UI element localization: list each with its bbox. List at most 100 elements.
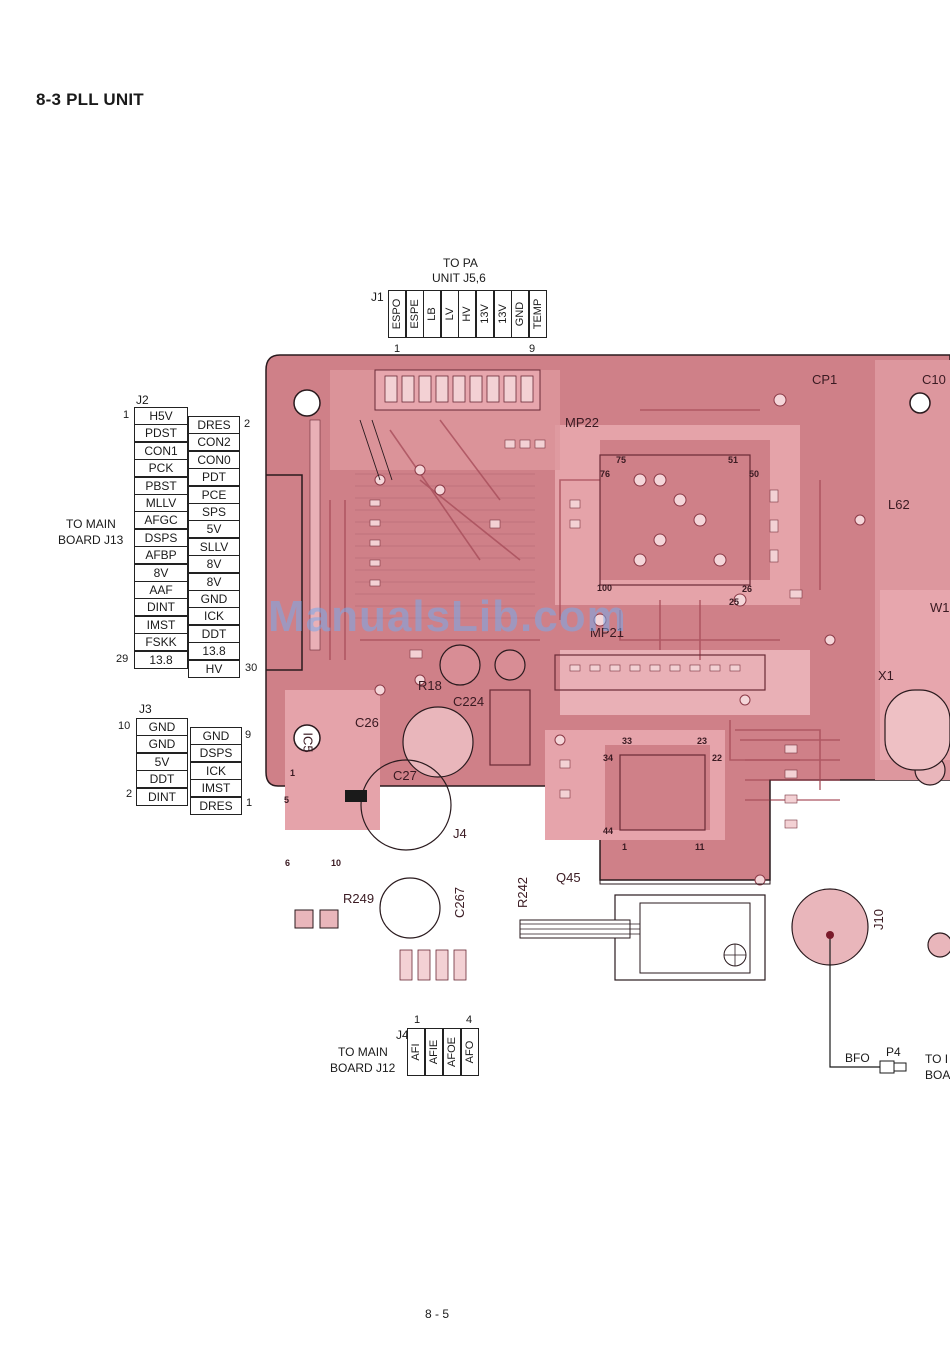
j1-pin-cell: HV <box>458 290 477 338</box>
j2-right-pin-label: HV <box>188 659 240 678</box>
pcb-component-label: R249 <box>343 891 375 906</box>
j2-left-pin-label: AFGC <box>134 511 188 530</box>
j1-pin-cell: TEMP <box>528 290 547 338</box>
pcb-component-label: W1 <box>930 600 950 615</box>
j1-pin-label: TEMP <box>531 298 544 330</box>
j3-pin-top-right: 9 <box>245 729 252 741</box>
j3-right-pin-label: DRES <box>190 796 242 815</box>
j2-left-pin-label: CON1 <box>134 441 188 460</box>
j3-pin-top-left: 10 <box>118 720 131 732</box>
j2-pin-top-left: 1 <box>123 409 130 421</box>
j1-pin-cell: ESPE <box>405 290 424 338</box>
pcb-pin-number: 33 <box>622 736 633 746</box>
j2-right-pin-label: 8V <box>188 555 240 574</box>
j1-name: J1 <box>371 290 384 304</box>
j2-right-pin-label: SPS <box>188 503 240 521</box>
pcb-pin-number: 76 <box>600 469 611 479</box>
pcb-component-label: CP1 <box>812 372 838 387</box>
pcb-pin-number: 44 <box>603 826 614 836</box>
j1-destination-line2: UNIT J5,6 <box>432 271 486 285</box>
j2-right-pin-label: PCE <box>188 485 240 504</box>
j3-pin-bottom-left: 2 <box>126 788 133 800</box>
j2-pin-bottom-right: 30 <box>245 662 258 674</box>
j4-pin-label: AFI <box>410 1043 422 1061</box>
p4-name: P4 <box>886 1045 901 1059</box>
pcb-pin-number: 75 <box>616 455 627 465</box>
j2-left-pin-label: AAF <box>134 581 188 599</box>
j2-pin-top-right: 2 <box>244 418 251 430</box>
j2-left-pin-label: PDST <box>134 424 188 443</box>
j3-pin-bottom-right: 1 <box>246 797 253 809</box>
j2-destination-line1: TO MAIN <box>66 517 116 531</box>
pcb-component-label: R242 <box>515 876 531 909</box>
pcb-pin-number: 25 <box>729 597 740 607</box>
j2-right-pin-label: GND <box>188 590 240 608</box>
pcb-component-label: C27 <box>393 768 417 783</box>
j2-right-pin-label: CON0 <box>188 450 240 469</box>
j3-right-pin-label: IMST <box>190 779 242 798</box>
j4-pin-label: AFOE <box>446 1037 458 1067</box>
page-number: 8 - 5 <box>425 1307 450 1321</box>
pcb-component-label: C10 <box>922 372 946 387</box>
j2-right-pin-label: DRES <box>188 416 240 434</box>
pcb-component-label: IC5 <box>300 732 316 753</box>
pcb-pin-number: 10 <box>331 858 342 868</box>
pcb-pin-number: 100 <box>597 583 613 593</box>
pcb-pin-number: 1 <box>622 842 628 852</box>
j2-right-pin-label: PDT <box>188 468 240 487</box>
pcb-pin-number: 51 <box>728 455 739 465</box>
pcb-component-label: C224 <box>453 694 485 709</box>
pcb-component-label: MP21 <box>590 625 624 640</box>
pcb-pin-number: 1 <box>290 768 296 778</box>
pcb-pin-number: 34 <box>603 753 614 763</box>
watermark: ManualsLib.com <box>268 592 627 641</box>
j1-pin-cell: LV <box>440 290 459 338</box>
pcb-component-label: J4 <box>453 826 467 841</box>
pcb-component-label: C26 <box>355 715 379 730</box>
pcb-pin-number: 5 <box>284 795 290 805</box>
j4-pin-first: 1 <box>414 1014 421 1026</box>
j1-pin-first: 1 <box>394 343 401 355</box>
pcb-pin-number: 23 <box>697 736 708 746</box>
j2-right-pin-label: ICK <box>188 607 240 626</box>
j1-pin-label: 13V <box>496 304 509 324</box>
j4-pin-cell: AFIE <box>425 1028 443 1076</box>
j2-left-pin-label: MLLV <box>134 494 188 512</box>
j4-pin-cell: AFO <box>461 1028 479 1076</box>
j2-left-pin-label: DINT <box>134 598 188 617</box>
j2-right-pin-label: CON2 <box>188 433 240 452</box>
pcb-pin-number: 6 <box>285 858 291 868</box>
j2-pin-bottom-left: 29 <box>116 653 129 665</box>
j1-pin-cell: LB <box>423 290 442 338</box>
j2-left-pin-label: DSPS <box>134 528 188 547</box>
j2-left-pin-label: 13.8 <box>134 650 188 669</box>
j2-right-pin-label: 8V <box>188 572 240 591</box>
j1-pin-label: HV <box>461 306 474 322</box>
j3-left-pin-label: 5V <box>136 752 188 771</box>
p4-destination-line1: TO I <box>925 1052 949 1066</box>
pcb-pin-number: 26 <box>742 584 753 594</box>
j2-left-pin-label: H5V <box>134 407 188 425</box>
pcb-component-label: Q45 <box>556 870 581 885</box>
j1-destination-line1: TO PA <box>443 256 478 270</box>
j4-name: J4 <box>396 1028 409 1042</box>
pcb-pin-number: 11 <box>695 842 705 852</box>
j1-pin-label: 13V <box>479 304 491 324</box>
j2-left-pin-label: 8V <box>134 563 188 582</box>
j1-pin-label: LV <box>443 307 456 321</box>
j1-pin-label: ESPE <box>408 299 421 329</box>
j1-pin-cell: 13V <box>476 290 494 338</box>
j2-right-pin-label: DDT <box>188 624 240 643</box>
j1-pin-cell: 13V <box>493 290 512 338</box>
j3-left-pin-label: GND <box>136 718 188 736</box>
pcb-component-label: MP22 <box>565 415 599 430</box>
j2-right-pin-label: 13.8 <box>188 642 240 661</box>
j4-destination-line1: TO MAIN <box>338 1045 388 1059</box>
j1-pin-label: ESPO <box>391 298 403 330</box>
j1-pin-last: 9 <box>529 343 536 355</box>
pcb-component-label: J10 <box>870 909 886 930</box>
j2-left-pin-label: PCK <box>134 459 188 478</box>
j4-pin-last: 4 <box>466 1014 473 1026</box>
p4-destination-line2: BOA <box>925 1068 950 1082</box>
